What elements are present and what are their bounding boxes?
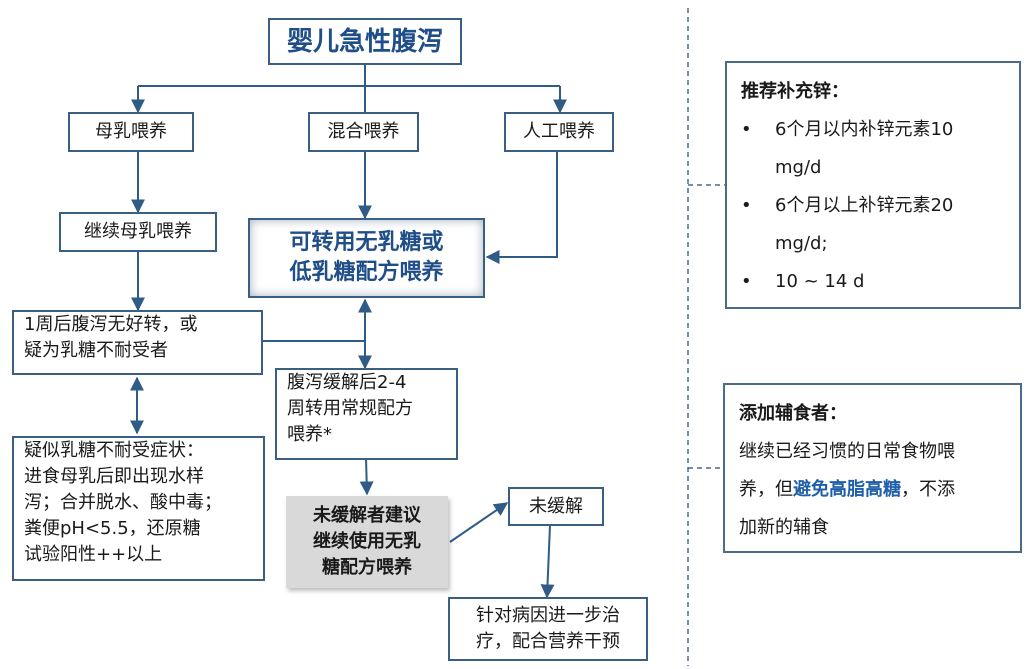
- complementary-line2: 养，但避免高脂高糖，不添: [739, 471, 1006, 509]
- not-relieved-suggestion-box: 未缓解者建议 继续使用无乳 糖配方喂养: [286, 496, 448, 588]
- symptoms-line2: 进食母乳后即出现水样: [24, 466, 204, 487]
- suggest-line1: 未缓解者建议: [313, 505, 421, 526]
- arrow-suggest-notrelieved: [449, 502, 509, 543]
- symptoms-line4: 粪便pH<5.5，还原糖: [24, 518, 201, 539]
- relief-box: 腹泻缓解后2-4 周转用常规配方 喂养*: [275, 368, 458, 460]
- breast-feeding-label: 母乳喂养: [95, 121, 167, 142]
- no-improve-box: 1周后腹泻无好转，或 疑为乳糖不耐受者: [12, 310, 263, 375]
- zinc-item: 10 ~ 14 d: [741, 263, 1005, 301]
- title-box: 婴儿急性腹泻: [268, 18, 462, 65]
- zinc-item-line2: mg/d;: [775, 233, 828, 254]
- zinc-item-line2: mg/d: [775, 157, 822, 178]
- no-improve-line2: 疑为乳糖不耐受者: [24, 340, 168, 361]
- switch-formula-line1: 可转用无乳糖或: [289, 230, 444, 255]
- complementary-line1: 继续已经习惯的日常食物喂: [739, 441, 955, 462]
- mixed-feeding-box: 混合喂养: [308, 112, 419, 152]
- symptoms-line3: 泻；合并脱水、酸中毒；: [24, 492, 222, 513]
- complementary-line2-post: ，不添: [901, 479, 955, 500]
- switch-formula-line2: 低乳糖配方喂养: [289, 260, 444, 285]
- treatment-line1: 针对病因进一步治: [476, 605, 620, 626]
- zinc-item-line1: 6个月以上补锌元素20: [775, 195, 954, 216]
- symptoms-line5: 试验阳性++以上: [24, 544, 163, 565]
- relief-line1: 腹泻缓解后2-4: [287, 372, 407, 393]
- symptoms-line1: 疑似乳糖不耐受症状：: [24, 440, 204, 461]
- suggest-line3: 糖配方喂养: [322, 557, 412, 578]
- complementary-line3: 加新的辅食: [739, 517, 829, 538]
- zinc-item: 6个月以上补锌元素20 mg/d;: [741, 187, 1005, 263]
- arrow-formula-switch: [485, 150, 558, 264]
- treatment-line2: 疗，配合营养干预: [476, 631, 620, 652]
- mixed-feeding-label: 混合喂养: [327, 121, 400, 142]
- zinc-item-line1: 10 ~ 14 d: [775, 271, 865, 292]
- continue-breast-box: 继续母乳喂养: [59, 212, 217, 252]
- zinc-item-line1: 6个月以内补锌元素10: [775, 119, 954, 140]
- complementary-food-panel: 添加辅食者： 继续已经习惯的日常食物喂 养，但避免高脂高糖，不添 加新的辅食: [723, 383, 1022, 553]
- complementary-heading: 添加辅食者：: [739, 403, 847, 424]
- zinc-list: 6个月以内补锌元素10 mg/d 6个月以上补锌元素20 mg/d; 10 ~ …: [741, 111, 1005, 301]
- further-treatment-box: 针对病因进一步治 疗，配合营养干预: [448, 597, 648, 661]
- relief-line2: 周转用常规配方: [287, 398, 413, 419]
- not-relieved-label: 未缓解: [529, 495, 583, 517]
- suggest-line2: 继续使用无乳: [313, 531, 421, 552]
- complementary-line2-pre: 养，但: [739, 479, 793, 500]
- arrow-notrelieved-treatment: [540, 524, 555, 599]
- no-improve-line1: 1周后腹泻无好转，或: [24, 314, 198, 335]
- breast-feeding-box: 母乳喂养: [68, 112, 194, 152]
- relief-line3: 喂养*: [287, 424, 332, 445]
- zinc-panel: 推荐补充锌： 6个月以内补锌元素10 mg/d 6个月以上补锌元素20 mg/d…: [725, 61, 1021, 309]
- formula-feeding-label: 人工喂养: [523, 121, 595, 142]
- lactose-symptoms-box: 疑似乳糖不耐受症状： 进食母乳后即出现水样 泻；合并脱水、酸中毒； 粪便pH<5…: [12, 436, 265, 581]
- arrow-relief-suggest: [359, 457, 374, 496]
- not-relieved-box: 未缓解: [508, 487, 604, 526]
- continue-breast-label: 继续母乳喂养: [84, 221, 192, 242]
- complementary-highlight: 避免高脂高糖: [793, 479, 901, 500]
- switch-formula-box: 可转用无乳糖或 低乳糖配方喂养: [248, 218, 485, 298]
- zinc-item: 6个月以内补锌元素10 mg/d: [741, 111, 1005, 187]
- zinc-heading: 推荐补充锌：: [741, 81, 849, 102]
- formula-feeding-box: 人工喂养: [504, 112, 614, 152]
- diagram-title: 婴儿急性腹泻: [286, 26, 443, 57]
